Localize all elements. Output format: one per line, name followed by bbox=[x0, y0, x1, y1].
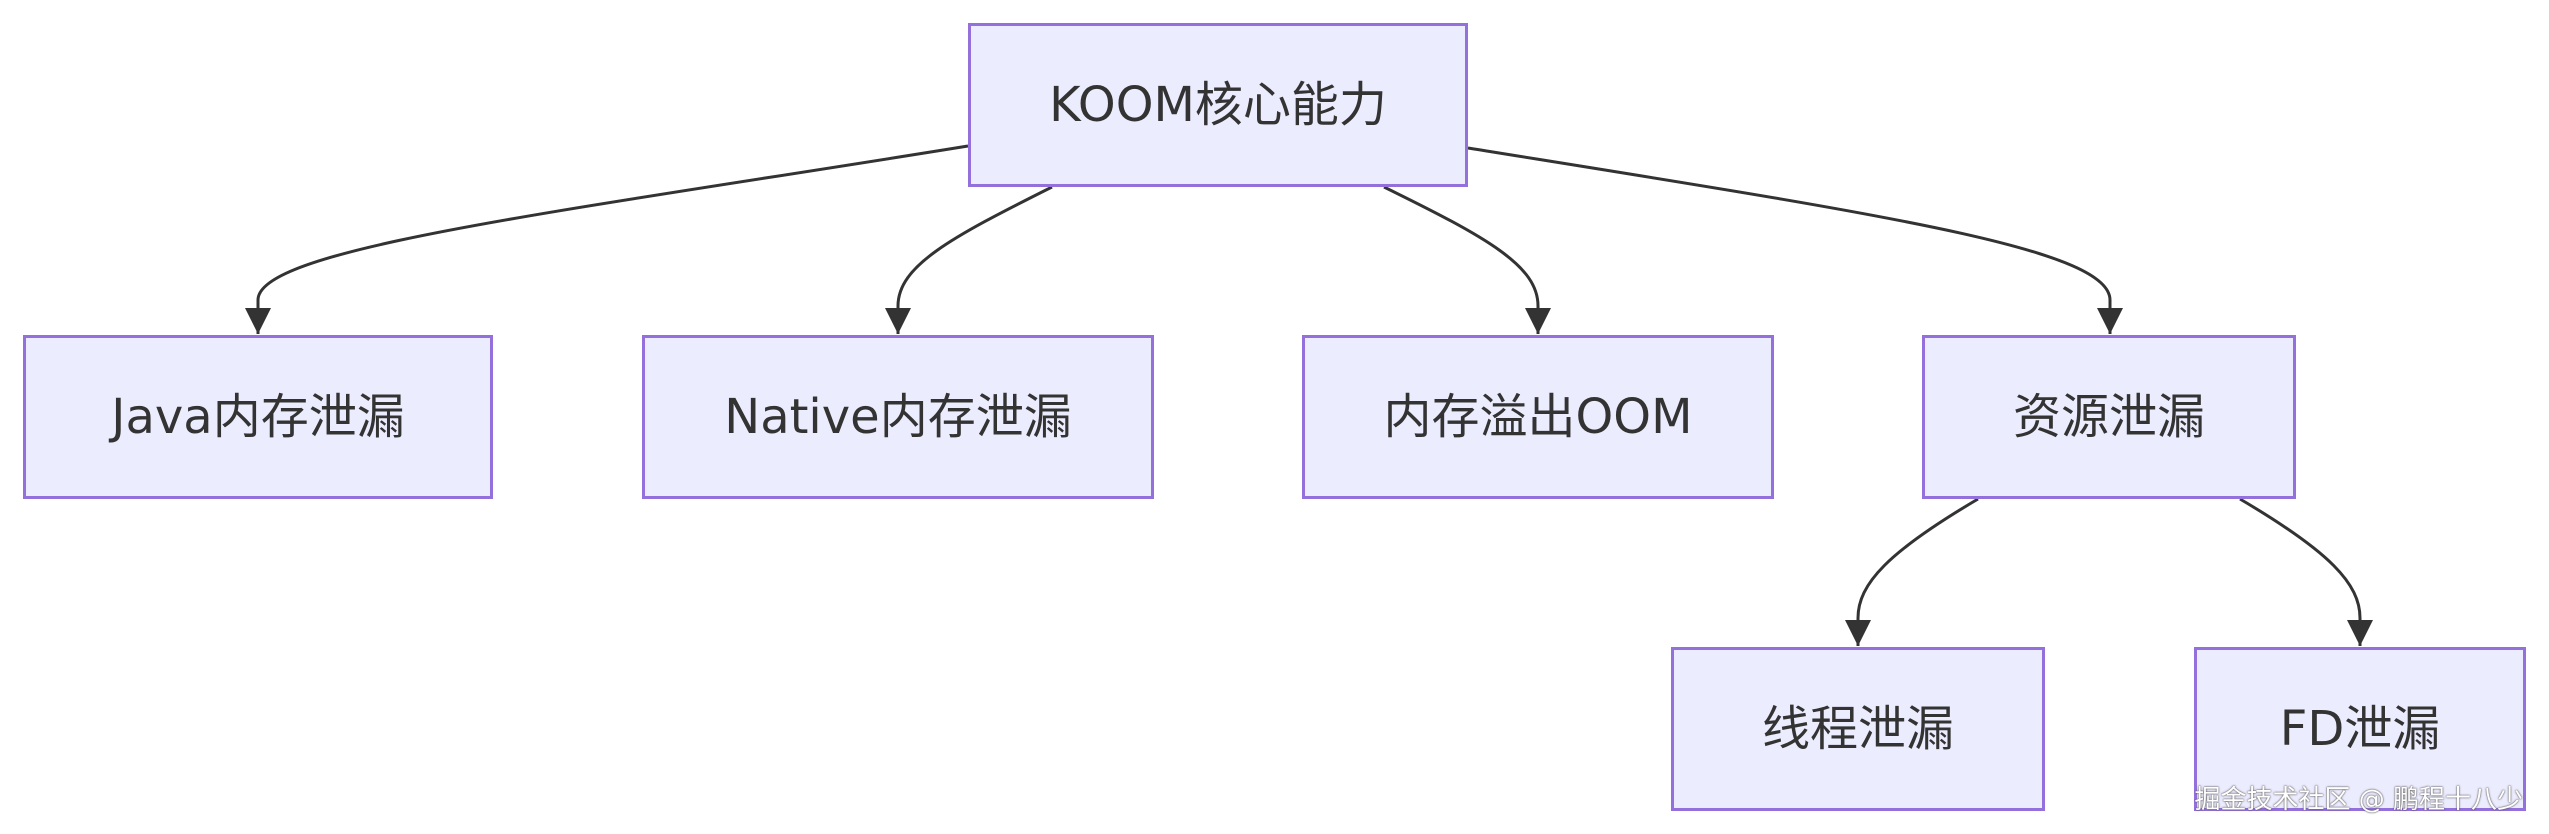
edge-resource-to-fd bbox=[2239, 497, 2373, 646]
node-native-memory-leak: Native内存泄漏 bbox=[642, 335, 1154, 499]
edge-root-to-java bbox=[245, 144, 969, 334]
node-resource-leak: 资源泄漏 bbox=[1922, 335, 2296, 499]
edge-root-to-native bbox=[885, 185, 1053, 334]
node-out-of-memory: 内存溢出OOM bbox=[1302, 335, 1774, 499]
node-koom-core-abilities: KOOM核心能力 bbox=[968, 23, 1468, 187]
edge-resource-to-thread bbox=[1845, 497, 1979, 646]
node-thread-leak: 线程泄漏 bbox=[1671, 647, 2045, 811]
edge-root-to-oom bbox=[1383, 185, 1551, 334]
edge-root-to-resource bbox=[1467, 146, 2123, 334]
node-fd-leak: FD泄漏 bbox=[2194, 647, 2526, 811]
watermark: 掘金技术社区 @ 鹏程十八少 bbox=[2194, 785, 2523, 815]
node-java-memory-leak: Java内存泄漏 bbox=[23, 335, 493, 499]
